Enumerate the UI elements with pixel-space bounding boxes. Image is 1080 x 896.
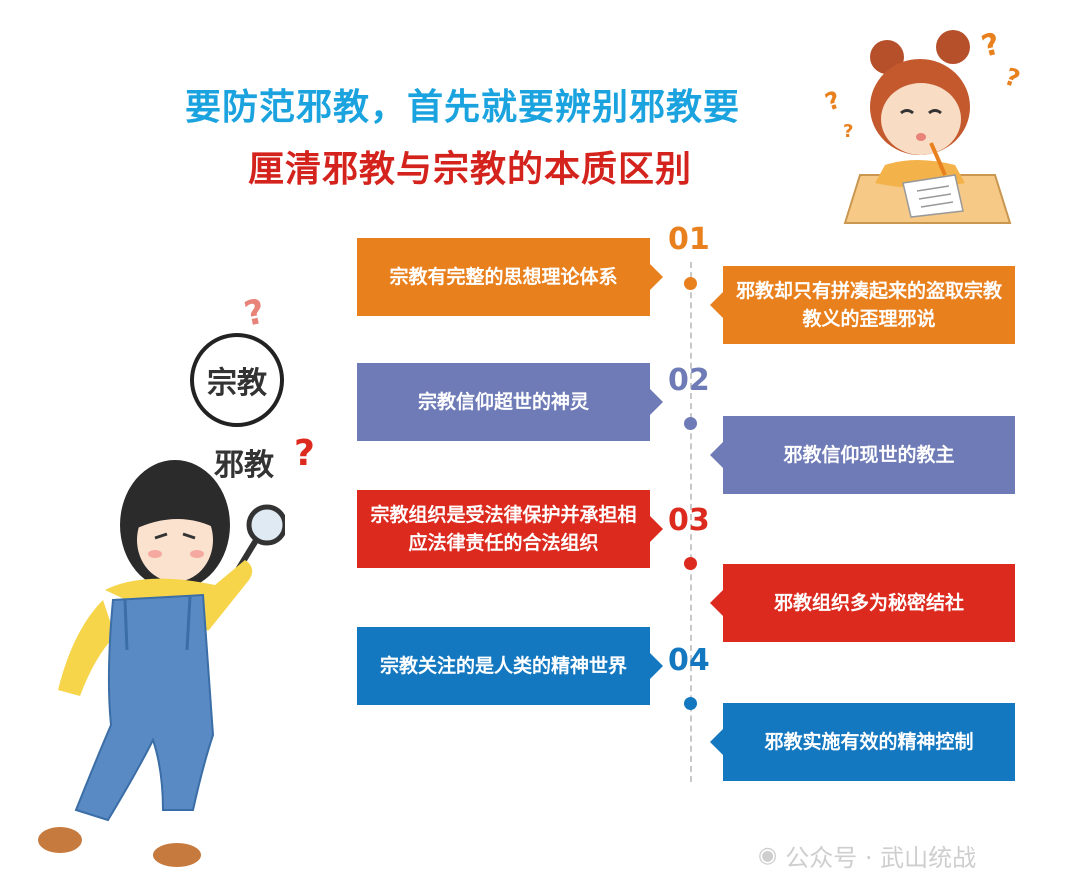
- cult-label: 邪教: [214, 448, 274, 483]
- cult-box-1: 邪教却只有拼凑起来的盗取宗教教义的歪理邪说: [710, 266, 1015, 344]
- detective-girl-illustration: [38, 460, 285, 867]
- watermark: ◉ 公众号 · 武山统战: [758, 838, 976, 873]
- question-mark-1: ?: [241, 292, 269, 333]
- religion-box-1: 宗教有完整的思想理论体系: [357, 238, 663, 316]
- timeline-dot-1: [684, 277, 697, 290]
- watermark-text: 公众号 · 武山统战: [785, 844, 977, 872]
- cult-text-3: 邪教组织多为秘密结社: [773, 591, 964, 614]
- question-mark-icon: ?: [241, 292, 269, 333]
- svg-text:?: ?: [1001, 62, 1024, 93]
- wechat-icon: ◉: [758, 843, 778, 868]
- religion-text-1: 宗教有完整的思想理论体系: [389, 265, 618, 288]
- cult-text-4: 邪教实施有效的精神控制: [764, 730, 974, 753]
- page-subtitle: 厘清邪教与宗教的本质区别: [248, 149, 693, 190]
- religion-box-4: 宗教关注的是人类的精神世界: [357, 627, 663, 705]
- item-number-3: 03: [668, 503, 710, 538]
- cult-box-4: 邪教实施有效的精神控制: [710, 703, 1015, 781]
- cult-text-2: 邪教信仰现世的教主: [783, 443, 955, 466]
- svg-text:?: ?: [978, 26, 1004, 64]
- page-title: 要防范邪教，首先就要辨别邪教要: [185, 87, 741, 128]
- religion-text-2: 宗教信仰超世的神灵: [417, 390, 589, 413]
- thinking-girl-illustration: ? ? ? ?: [825, 26, 1024, 224]
- timeline-dot-2: [684, 417, 697, 430]
- timeline-line: [690, 262, 692, 782]
- question-mark-2: ?: [294, 433, 315, 474]
- svg-text:?: ?: [843, 121, 853, 142]
- question-mark-icon: ?: [294, 433, 315, 474]
- svg-text:?: ?: [825, 86, 844, 117]
- item-number-1: 01: [668, 222, 710, 257]
- item-number-2: 02: [668, 363, 710, 398]
- cult-text-1: 邪教却只有拼凑起来的盗取宗教教义的歪理邪说: [735, 279, 1002, 331]
- cult-box-2: 邪教信仰现世的教主: [710, 416, 1015, 494]
- timeline-dot-4: [684, 697, 697, 710]
- cult-box-3: 邪教组织多为秘密结社: [710, 564, 1015, 642]
- religion-label: 宗教: [207, 366, 267, 401]
- timeline-dot-3: [684, 557, 697, 570]
- religion-circle: 宗教: [190, 333, 284, 427]
- item-number-4: 04: [668, 643, 710, 678]
- religion-text-4: 宗教关注的是人类的精神世界: [379, 654, 627, 677]
- religion-box-3: 宗教组织是受法律保护并承担相应法律责任的合法组织: [357, 490, 663, 568]
- religion-text-3: 宗教组织是受法律保护并承担相应法律责任的合法组织: [370, 503, 637, 555]
- religion-box-2: 宗教信仰超世的神灵: [357, 363, 663, 441]
